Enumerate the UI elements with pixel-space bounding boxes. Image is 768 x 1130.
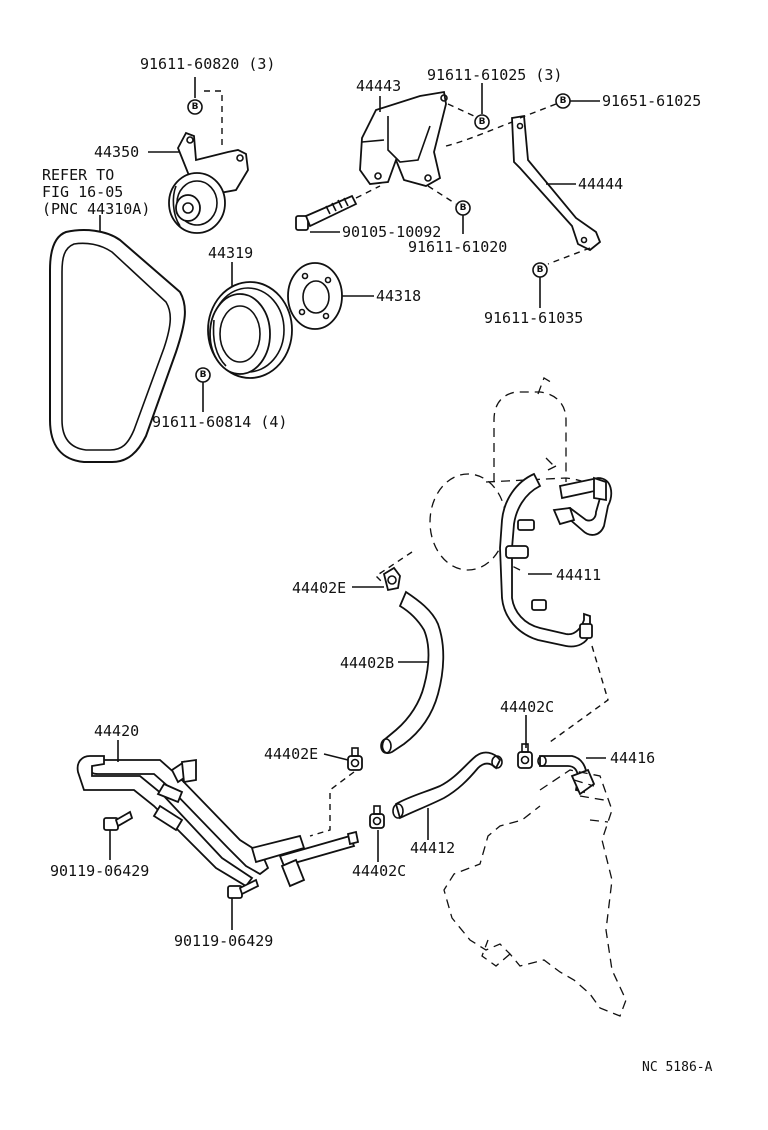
- clamp-44402c-right: [517, 743, 533, 769]
- pump-ghost-outline: [429, 377, 607, 571]
- label-91611-60814: 91611-60814 (4): [152, 413, 287, 431]
- dash-pump-clamp: [374, 551, 413, 583]
- label-91611-61035: 91611-61035: [484, 309, 583, 327]
- steering-gear-ghost-outline: [443, 769, 627, 1017]
- label-44319: 44319: [208, 244, 253, 262]
- hose-44402b: [380, 590, 445, 754]
- label-90105-10092: 90105-10092: [342, 223, 441, 241]
- bolt-marker-icon: B: [474, 114, 490, 130]
- dash-44443-61020: [427, 185, 457, 205]
- dash-44444-61025: [519, 103, 557, 119]
- bolt-90105-10092: [295, 194, 358, 231]
- svg-text:B: B: [537, 265, 544, 275]
- pipe-assembly-44420: [76, 755, 360, 888]
- label-44402c-right: 44402C: [500, 698, 554, 716]
- dash-44443-61025: [447, 103, 475, 117]
- label-44411: 44411: [556, 566, 601, 584]
- label-90119-06429-a: 90119-06429: [50, 862, 149, 880]
- label-44402b: 44402B: [340, 654, 394, 672]
- label-91651-61025: 91651-61025: [602, 92, 701, 110]
- label-91611-61025: 91611-61025 (3): [427, 66, 562, 84]
- label-44416: 44416: [610, 749, 655, 767]
- svg-text:B: B: [192, 102, 199, 112]
- svg-text:B: B: [560, 96, 567, 106]
- clamp-44402e-lower: [347, 747, 363, 771]
- svg-text:B: B: [460, 203, 467, 213]
- bolt-marker-icon: B: [532, 262, 548, 278]
- hose-44412: [392, 751, 503, 820]
- label-44402e-lower: 44402E: [264, 745, 318, 763]
- dash-idler-bolt: [204, 90, 223, 150]
- hose-44416: [537, 755, 596, 796]
- bolt-marker-icon: B: [187, 99, 203, 115]
- label-44443: 44443: [356, 77, 401, 95]
- plate-44318: [287, 262, 343, 330]
- label-44444: 44444: [578, 175, 623, 193]
- pulley-44319: [207, 281, 293, 379]
- dash-bolt-to-44443: [355, 185, 381, 199]
- refer-note-line-2: FIG 16-05: [42, 183, 123, 201]
- bolt-marker-icon: B: [455, 200, 471, 216]
- label-44318: 44318: [376, 287, 421, 305]
- label-91611-61020: 91611-61020: [408, 238, 507, 256]
- label-44350: 44350: [94, 143, 139, 161]
- svg-text:B: B: [200, 370, 207, 380]
- bracket-44443: [359, 90, 448, 187]
- dash-clamp-pipe: [309, 771, 355, 837]
- clamp-44402e-upper: [382, 566, 401, 592]
- bolt-90119-06429-a: [103, 810, 134, 831]
- label-44402e-upper: 44402E: [292, 579, 346, 597]
- idler-pulley-44350: [168, 131, 249, 234]
- label-91611-60820: 91611-60820 (3): [140, 55, 275, 73]
- bolt-90119-06429-b: [227, 878, 260, 899]
- bracket-44444: [511, 114, 602, 252]
- leader-44402e-lower: [323, 753, 349, 761]
- refer-note-line-3: (PNC 44310A): [42, 200, 150, 218]
- hose-44411: [499, 472, 613, 648]
- label-44420: 44420: [94, 722, 139, 740]
- dash-44411-44416: [549, 645, 609, 743]
- label-44412: 44412: [410, 839, 455, 857]
- bolt-marker-icon: B: [195, 367, 211, 383]
- bolt-marker-icon: B: [555, 93, 571, 109]
- dash-44444-61035: [547, 247, 591, 265]
- diagram-code: NC 5186-A: [642, 1060, 713, 1075]
- drive-belt: [49, 229, 186, 463]
- svg-text:B: B: [479, 117, 486, 127]
- label-44402c-lower: 44402C: [352, 862, 406, 880]
- label-90119-06429-b: 90119-06429: [174, 932, 273, 950]
- refer-note-line-1: REFER TO: [42, 166, 114, 184]
- clamp-44402c-lower: [369, 805, 385, 829]
